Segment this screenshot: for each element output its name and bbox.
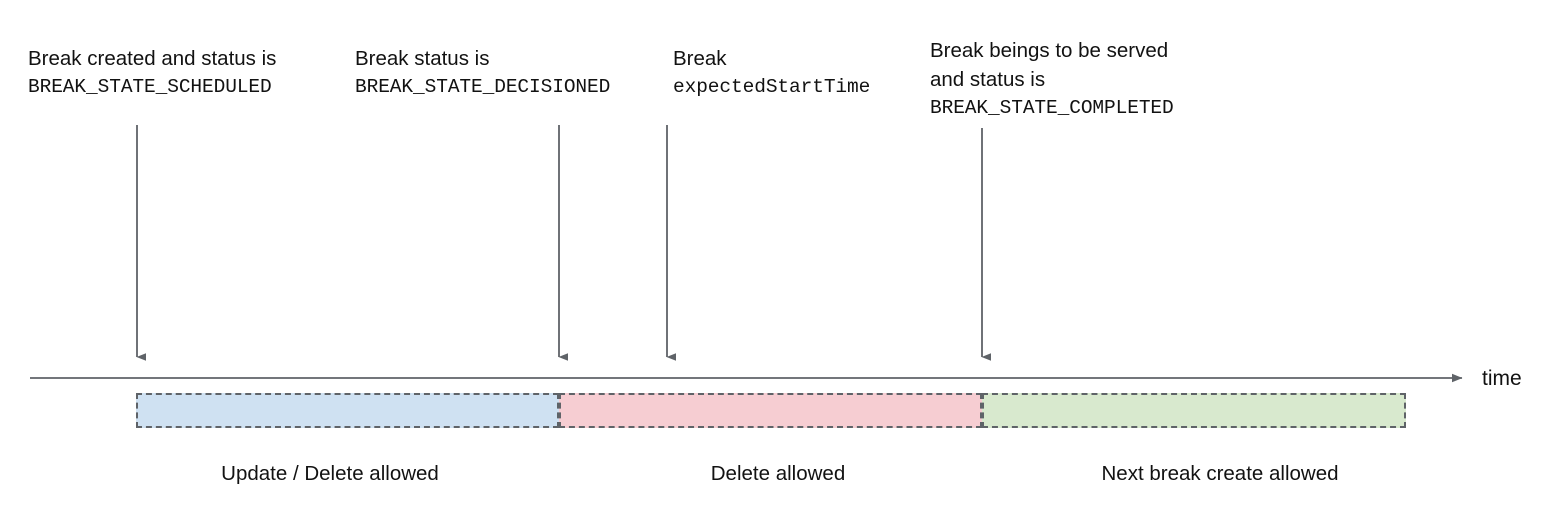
annotation-line: and status is	[930, 68, 1046, 91]
annotation-line-state: BREAK_STATE_DECISIONED	[355, 76, 611, 98]
phase-bar-update-delete	[136, 393, 559, 428]
annotation-expected-start-time: Break expectedStartTime	[673, 44, 870, 102]
annotation-line: Break beings to be served	[930, 39, 1169, 62]
annotation-line-state: BREAK_STATE_COMPLETED	[930, 97, 1174, 119]
annotation-line: Break	[673, 47, 727, 70]
phase-label-update-delete: Update / Delete allowed	[221, 462, 439, 485]
annotation-line: Break status is	[355, 47, 490, 70]
phase-bar-delete-only	[559, 393, 982, 428]
axis-label-time: time	[1482, 367, 1522, 390]
annotation-break-decisioned: Break status is BREAK_STATE_DECISIONED	[355, 44, 610, 102]
phase-label-delete-only: Delete allowed	[710, 462, 846, 485]
annotation-break-completed: Break beings to be served and status is …	[930, 36, 1174, 123]
annotation-line-state: BREAK_STATE_SCHEDULED	[28, 76, 272, 98]
phase-bar-next-break-create	[982, 393, 1406, 428]
phase-label-next-break-create: Next break create allowed	[1101, 462, 1339, 485]
annotation-line: Break created and status is	[28, 47, 277, 70]
annotation-break-created: Break created and status is BREAK_STATE_…	[28, 44, 276, 102]
annotation-line-field: expectedStartTime	[673, 76, 871, 98]
